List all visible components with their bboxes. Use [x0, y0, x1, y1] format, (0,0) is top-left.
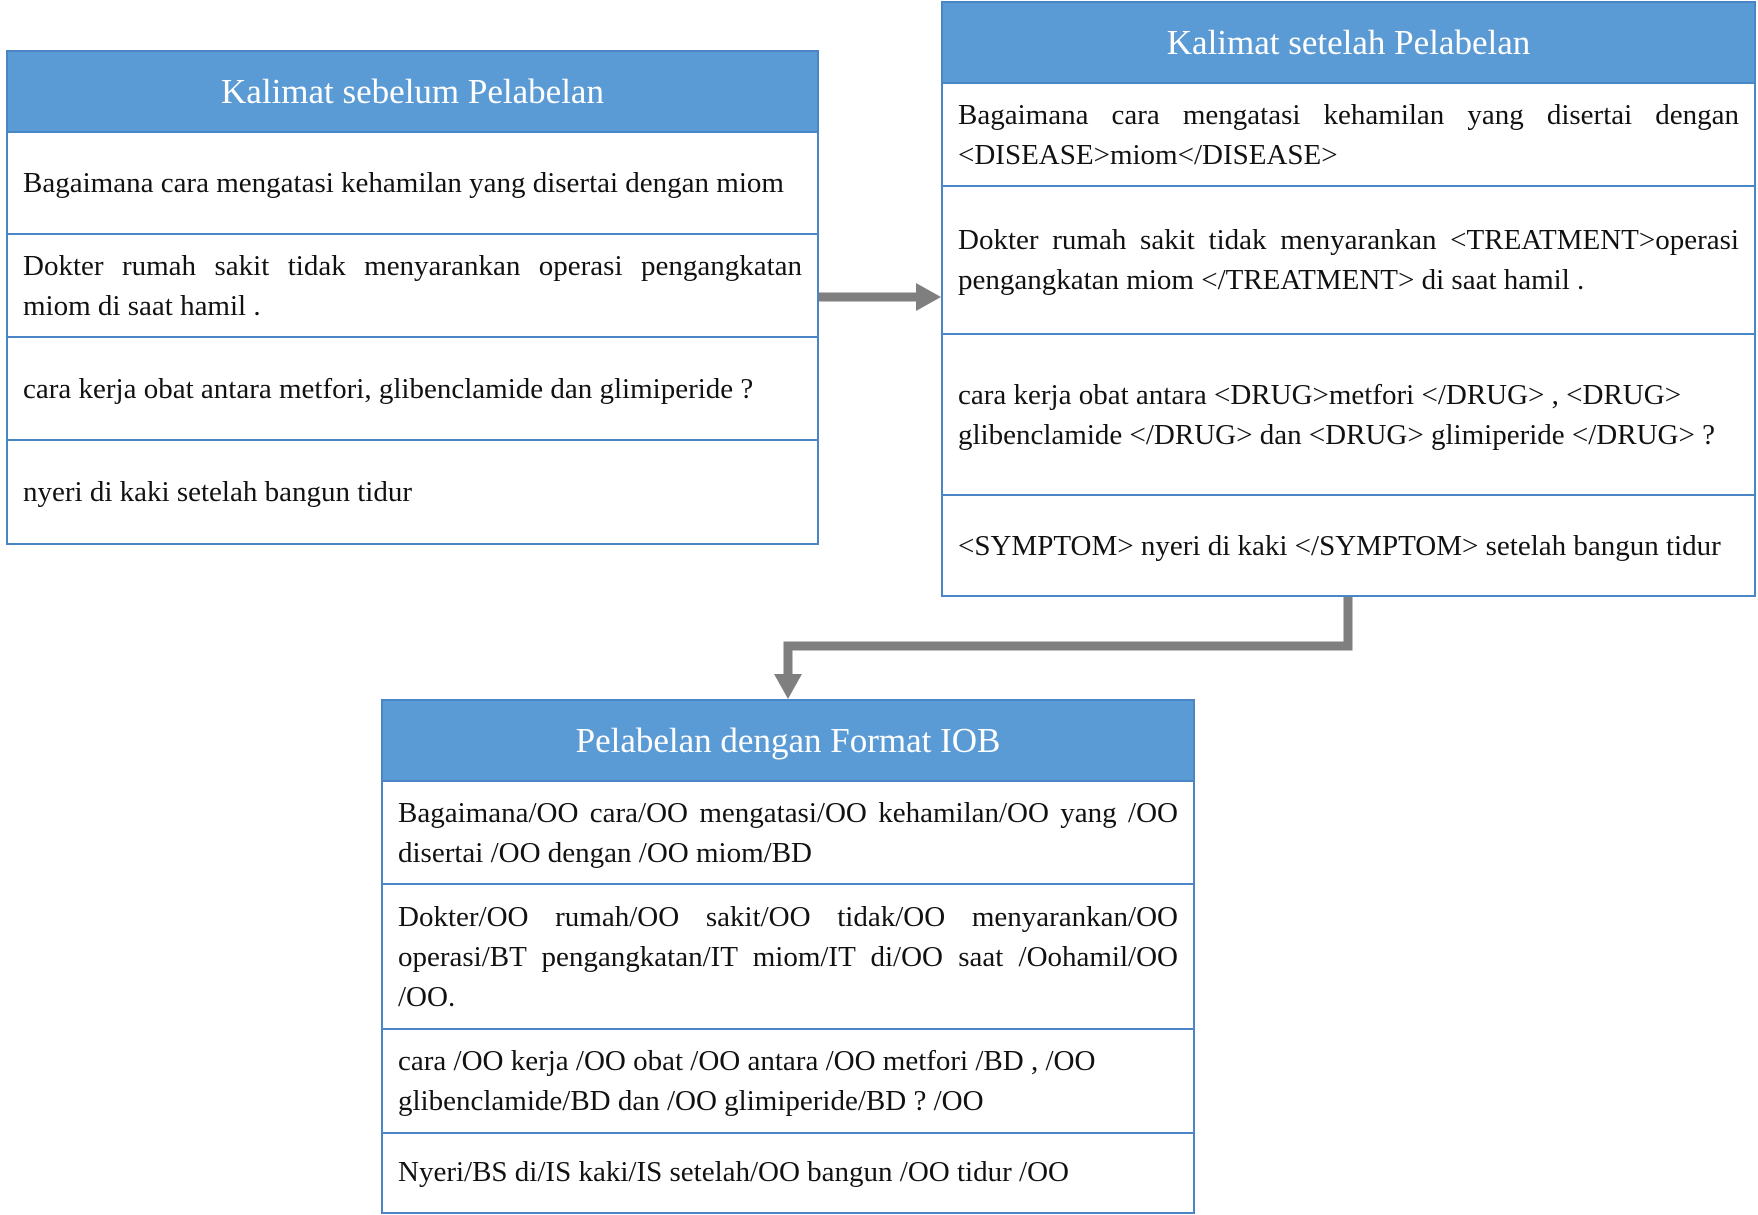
before-row-2: Dokter rumah sakit tidak menyarankan ope…: [8, 235, 817, 338]
after-row-1: Bagaimana cara mengatasi kehamilan yang …: [943, 84, 1754, 187]
after-row-3: cara kerja obat antara <DRUG>metfori </D…: [943, 335, 1754, 496]
after-row-2: Dokter rumah sakit tidak menyarankan <TR…: [943, 187, 1754, 335]
after-labeling-title: Kalimat setelah Pelabelan: [943, 3, 1754, 84]
before-row-3: cara kerja obat antara metfori, glibencl…: [8, 338, 817, 441]
iob-row-2: Dokter/OO rumah/OO sakit/OO tidak/OO men…: [383, 885, 1193, 1030]
arrow-after-to-iob: [774, 597, 1353, 699]
before-row-1: Bagaimana cara mengatasi kehamilan yang …: [8, 133, 817, 235]
after-labeling-box: Kalimat setelah Pelabelan Bagaimana cara…: [941, 1, 1756, 597]
before-labeling-title: Kalimat sebelum Pelabelan: [8, 52, 817, 133]
after-row-4: <SYMPTOM> nyeri di kaki </SYMPTOM> setel…: [958, 529, 1721, 562]
iob-labeling-box: Pelabelan dengan Format IOB Bagaimana/OO…: [381, 699, 1195, 1214]
iob-labeling-title: Pelabelan dengan Format IOB: [383, 701, 1193, 782]
before-row-4: nyeri di kaki setelah bangun tidur: [23, 476, 412, 508]
arrow-before-to-after: [819, 283, 941, 311]
iob-row-4: Nyeri/BS di/IS kaki/IS setelah/OO bangun…: [398, 1156, 1069, 1188]
before-labeling-box: Kalimat sebelum Pelabelan Bagaimana cara…: [6, 50, 819, 545]
iob-row-1: Bagaimana/OO cara/OO mengatasi/OO kehami…: [383, 782, 1193, 885]
iob-row-3: cara /OO kerja /OO obat /OO antara /OO m…: [383, 1030, 1193, 1134]
